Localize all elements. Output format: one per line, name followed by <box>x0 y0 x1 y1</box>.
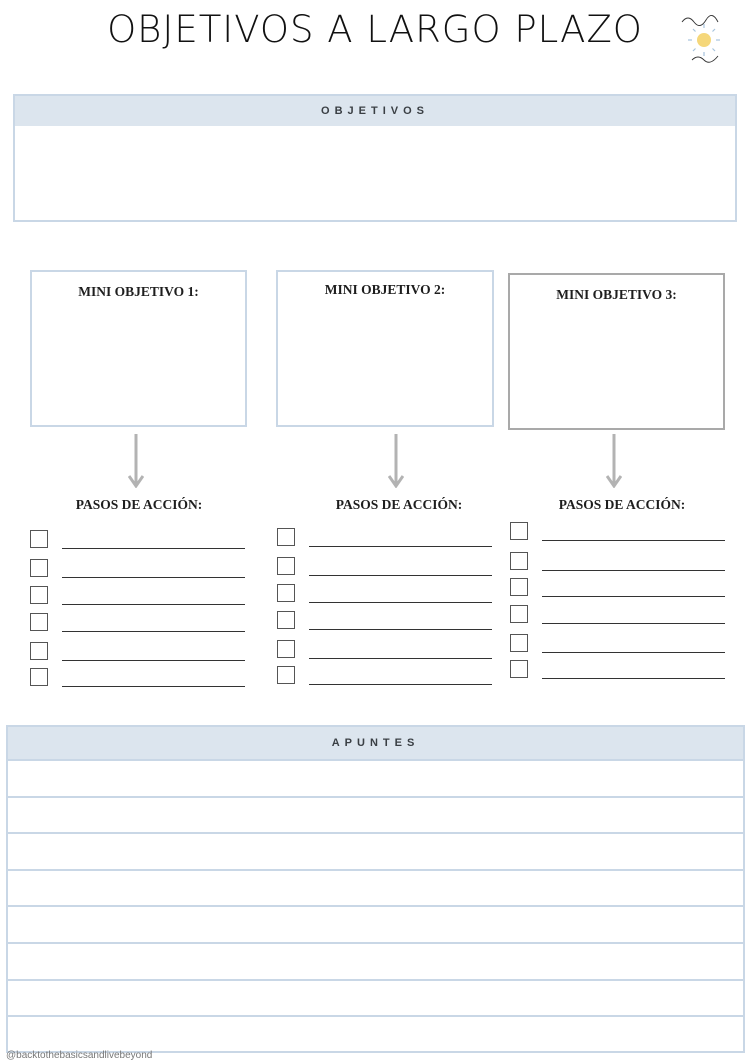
action-step-row <box>30 530 247 552</box>
mini-objective-1-box[interactable]: MINI OBJETIVO 1: <box>30 270 247 427</box>
action-step-line[interactable] <box>542 570 725 571</box>
mini-objective-3-box[interactable]: MINI OBJETIVO 3: <box>508 273 725 430</box>
objectives-panel: OBJETIVOS <box>13 94 737 222</box>
action-step-checkbox[interactable] <box>510 634 528 652</box>
action-step-checkbox[interactable] <box>510 578 528 596</box>
action-step-row <box>277 557 494 579</box>
action-step-line[interactable] <box>62 660 245 661</box>
action-step-checkbox[interactable] <box>277 584 295 602</box>
action-step-line[interactable] <box>542 623 725 624</box>
objectives-field[interactable] <box>15 126 735 220</box>
action-step-line[interactable] <box>542 652 725 653</box>
objectives-header: OBJETIVOS <box>15 96 735 126</box>
action-step-row <box>30 559 247 581</box>
action-step-line[interactable] <box>309 658 492 659</box>
action-steps-label-2: PASOS DE ACCIÓN: <box>335 497 463 512</box>
action-steps-label-3: PASOS DE ACCIÓN: <box>558 497 686 512</box>
action-step-line[interactable] <box>62 631 245 632</box>
notes-line[interactable] <box>8 868 743 908</box>
notes-line[interactable] <box>8 795 743 835</box>
action-step-row <box>510 660 727 682</box>
logo <box>681 15 720 63</box>
action-step-row <box>510 552 727 574</box>
action-step-line[interactable] <box>542 596 725 597</box>
action-step-line[interactable] <box>62 686 245 687</box>
action-step-checkbox[interactable] <box>30 530 48 548</box>
action-step-checkbox[interactable] <box>510 552 528 570</box>
action-step-row <box>30 586 247 608</box>
action-step-line[interactable] <box>62 604 245 605</box>
notes-line[interactable] <box>8 978 743 1018</box>
action-step-checkbox[interactable] <box>277 528 295 546</box>
action-step-row <box>277 528 494 550</box>
action-step-line[interactable] <box>542 540 725 541</box>
action-step-line[interactable] <box>309 602 492 603</box>
notes-header: APUNTES <box>8 727 743 759</box>
action-step-checkbox[interactable] <box>277 640 295 658</box>
notes-line[interactable] <box>8 905 743 944</box>
action-step-row <box>277 666 494 688</box>
action-step-line[interactable] <box>309 575 492 576</box>
action-step-checkbox[interactable] <box>30 586 48 604</box>
notes-line[interactable] <box>8 832 743 871</box>
action-step-line[interactable] <box>62 548 245 549</box>
action-step-checkbox[interactable] <box>277 557 295 575</box>
action-step-row <box>30 668 247 690</box>
mini-objective-1-label: MINI OBJETIVO 1: <box>78 284 199 299</box>
notes-lines <box>8 759 743 1053</box>
action-step-checkbox[interactable] <box>277 611 295 629</box>
action-step-row <box>277 584 494 606</box>
mini-objective-2-box[interactable]: MINI OBJETIVO 2: <box>276 270 494 427</box>
mini-objective-2-label: MINI OBJETIVO 2: <box>324 282 446 297</box>
action-step-checkbox[interactable] <box>510 660 528 678</box>
footer-handle: @backtothebasicsandlivebeyond <box>6 1050 153 1061</box>
action-step-checkbox[interactable] <box>30 642 48 660</box>
action-step-line[interactable] <box>542 678 725 679</box>
notes-panel: APUNTES <box>6 725 745 1053</box>
action-step-line[interactable] <box>309 629 492 630</box>
sun-icon <box>688 24 720 56</box>
action-step-row <box>510 522 727 544</box>
page-title: OBJETIVOS A LARGO PLAZO <box>107 8 643 51</box>
action-step-checkbox[interactable] <box>510 522 528 540</box>
arrow-down-icon <box>128 434 144 488</box>
mini-objective-3-label: MINI OBJETIVO 3: <box>556 287 677 302</box>
notes-line[interactable] <box>8 1015 743 1054</box>
arrow-down-icon <box>606 434 622 488</box>
action-step-row <box>510 605 727 627</box>
action-steps-label-1: PASOS DE ACCIÓN: <box>75 497 203 512</box>
notes-line[interactable] <box>8 942 743 981</box>
action-step-row <box>277 640 494 662</box>
action-step-line[interactable] <box>309 684 492 685</box>
action-step-row <box>30 642 247 664</box>
action-step-row <box>510 578 727 600</box>
action-step-line[interactable] <box>62 577 245 578</box>
action-step-checkbox[interactable] <box>30 559 48 577</box>
action-step-row <box>510 634 727 656</box>
action-step-row <box>30 613 247 635</box>
action-step-checkbox[interactable] <box>30 668 48 686</box>
action-step-row <box>277 611 494 633</box>
arrow-down-icon <box>388 434 404 488</box>
action-step-checkbox[interactable] <box>30 613 48 631</box>
action-step-checkbox[interactable] <box>277 666 295 684</box>
action-step-checkbox[interactable] <box>510 605 528 623</box>
action-step-line[interactable] <box>309 546 492 547</box>
notes-line[interactable] <box>8 759 743 798</box>
